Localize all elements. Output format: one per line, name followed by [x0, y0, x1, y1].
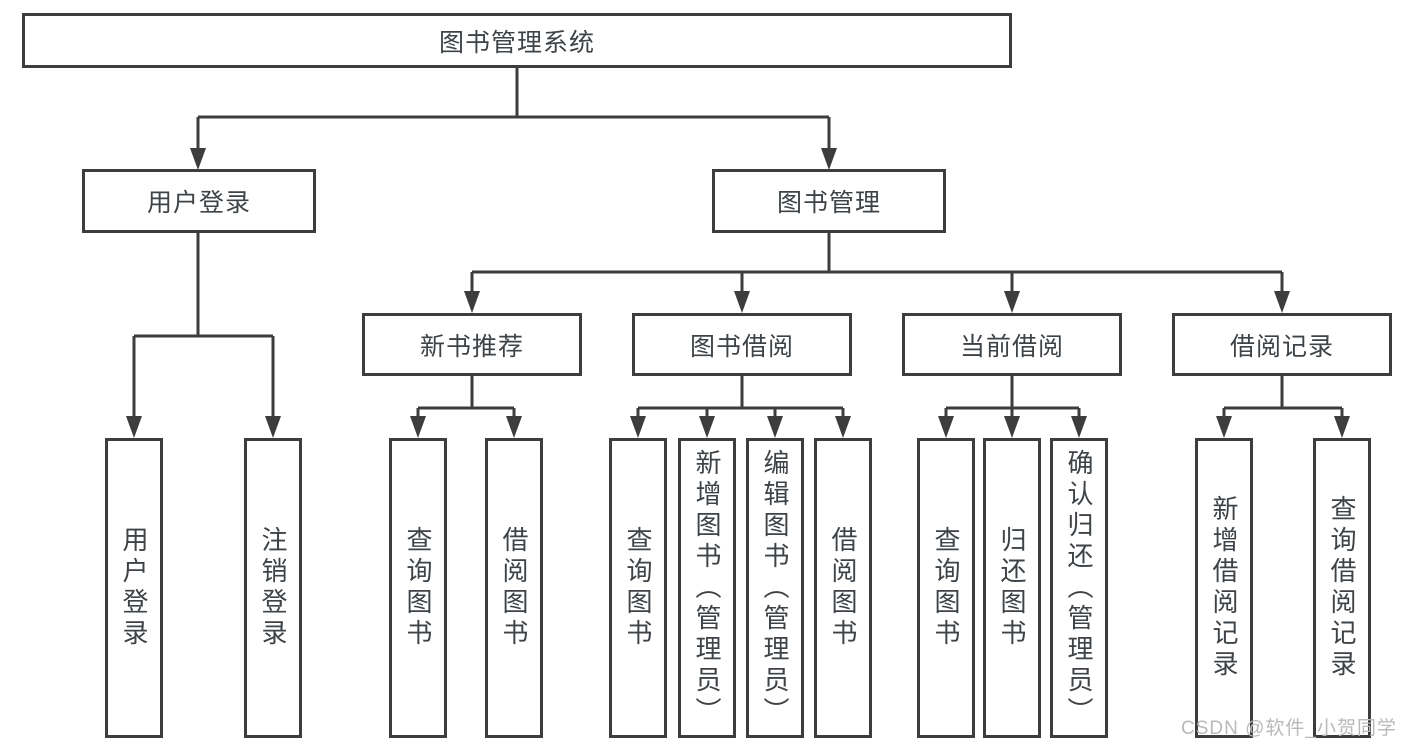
leaf-label: 编辑图书（管理员）	[760, 448, 790, 728]
arrow-down-icon	[734, 291, 750, 313]
leaf-query-books-current: 查询图书	[917, 438, 975, 738]
arrow-down-icon	[938, 416, 954, 438]
node-new-book-recommendation: 新书推荐	[362, 313, 582, 376]
node-user-login: 用户登录	[82, 169, 316, 233]
leaf-label: 借阅图书	[499, 526, 529, 650]
arrow-down-icon	[630, 416, 646, 438]
csdn-watermark: CSDN @软件_小贺同学	[1181, 718, 1397, 739]
arrow-down-icon	[835, 416, 851, 438]
arrow-down-icon	[464, 291, 480, 313]
leaf-query-books-borrow: 查询图书	[609, 438, 667, 738]
arrow-down-icon	[126, 416, 142, 438]
arrow-down-icon	[1004, 416, 1020, 438]
arrow-down-icon	[506, 416, 522, 438]
leaf-label: 注销登录	[258, 526, 288, 650]
node-book-borrowing: 图书借阅	[632, 313, 852, 376]
arrow-down-icon	[699, 416, 715, 438]
arrow-down-icon	[1216, 416, 1232, 438]
leaf-label: 查询借阅记录	[1327, 495, 1357, 681]
leaf-label: 新增图书（管理员）	[692, 448, 722, 728]
node-borrowing-records: 借阅记录	[1172, 313, 1392, 376]
leaf-label: 查询图书	[931, 526, 961, 650]
leaf-query-borrow-record: 查询借阅记录	[1313, 438, 1371, 738]
arrow-down-icon	[1004, 291, 1020, 313]
arrow-down-icon	[190, 148, 206, 170]
leaf-confirm-return-admin: 确认归还（管理员）	[1050, 438, 1108, 738]
leaf-label: 归还图书	[997, 526, 1027, 650]
leaf-label: 查询图书	[623, 526, 653, 650]
arrow-down-icon	[410, 416, 426, 438]
leaf-label: 查询图书	[403, 526, 433, 650]
leaf-borrow-books: 借阅图书	[814, 438, 872, 738]
leaf-add-borrow-record: 新增借阅记录	[1195, 438, 1253, 738]
leaf-label: 确认归还（管理员）	[1064, 448, 1094, 728]
arrow-down-icon	[767, 416, 783, 438]
node-root-system: 图书管理系统	[22, 13, 1012, 68]
leaf-query-books-recommend: 查询图书	[389, 438, 447, 738]
leaf-borrow-books-recommend: 借阅图书	[485, 438, 543, 738]
arrow-down-icon	[1274, 291, 1290, 313]
node-book-management: 图书管理	[712, 169, 946, 233]
leaf-add-book-admin: 新增图书（管理员）	[678, 438, 736, 738]
leaf-logout: 注销登录	[244, 438, 302, 738]
leaf-label: 新增借阅记录	[1209, 495, 1239, 681]
arrow-down-icon	[1334, 416, 1350, 438]
leaf-label: 借阅图书	[828, 526, 858, 650]
arrow-down-icon	[265, 416, 281, 438]
arrow-down-icon	[1071, 416, 1087, 438]
arrow-down-icon	[821, 148, 837, 170]
leaf-user-login: 用户登录	[105, 438, 163, 738]
leaf-edit-book-admin: 编辑图书（管理员）	[746, 438, 804, 738]
node-current-borrowing: 当前借阅	[902, 313, 1122, 376]
leaf-label: 用户登录	[119, 526, 149, 650]
leaf-return-book: 归还图书	[983, 438, 1041, 738]
